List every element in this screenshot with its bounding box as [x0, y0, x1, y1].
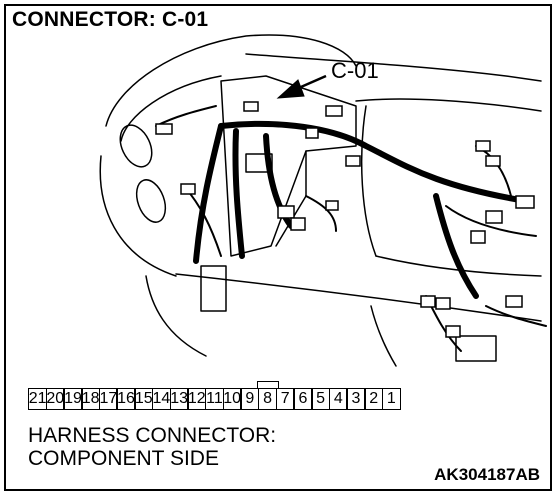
pin-1: 1: [381, 388, 401, 410]
pin-3: 3: [346, 388, 366, 410]
diagram-frame: CONNECTOR: C-01: [4, 4, 552, 491]
pin-8: 8: [257, 388, 278, 410]
pin-2: 2: [364, 388, 384, 410]
pin-19: 19: [63, 388, 83, 410]
main-harness-bundle: [218, 120, 529, 204]
diagram-title: CONNECTOR: C-01: [12, 8, 209, 31]
pin-21: 21: [28, 388, 48, 410]
pin-11: 11: [204, 388, 225, 410]
pin-12: 12: [187, 388, 207, 410]
dashboard-top-edge: [245, 53, 542, 82]
dashboard-lower-edge: [175, 273, 542, 322]
pin-9: 9: [240, 388, 260, 410]
pin-15: 15: [134, 388, 154, 410]
caption-line-2: COMPONENT SIDE: [28, 447, 219, 470]
steering-wheel-outline: [105, 34, 357, 127]
pin-20: 20: [45, 388, 65, 410]
connector-key-notch: [257, 381, 279, 388]
pin-18: 18: [81, 388, 101, 410]
pin-6: 6: [293, 388, 313, 410]
dashboard-harness-illustration: [99, 34, 547, 367]
pin-13: 13: [169, 388, 189, 410]
connector-pin-diagram: 21 20 19 18 17 16 15 14 13 12 11 10 9 8 …: [28, 381, 401, 410]
caption-line-1: HARNESS CONNECTOR:: [28, 424, 277, 447]
pin-10: 10: [222, 388, 242, 410]
connector-callout-label: C-01: [331, 58, 379, 83]
figure-code: AK304187AB: [434, 465, 540, 484]
pin-5: 5: [311, 388, 331, 410]
pin-14: 14: [151, 388, 171, 410]
pin-4: 4: [328, 388, 348, 410]
pin-16: 16: [116, 388, 136, 410]
pin-7: 7: [275, 388, 295, 410]
pin-17: 17: [98, 388, 118, 410]
